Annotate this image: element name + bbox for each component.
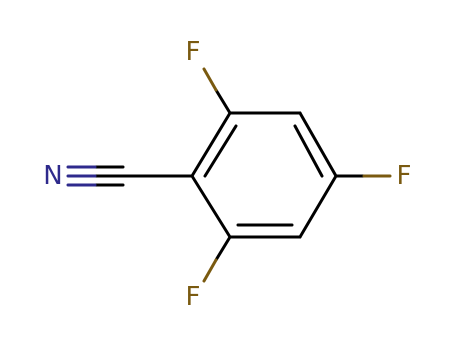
atom-label-fluorine-top: F [186, 37, 201, 67]
atom-label-fluorine-bottom: F [186, 282, 201, 312]
atom-label-nitrogen: N [43, 161, 62, 191]
bond-c2-f-top-carbon-half [214, 88, 232, 115]
ring-bond-c6-c1 [190, 174, 232, 239]
ring-bond-c3-c4 [298, 111, 338, 178]
atom-label-fluorine-right: F [397, 161, 412, 191]
bond-c6-f-bottom-carbon-half [214, 235, 232, 262]
ring-bond-c4-c5 [298, 174, 338, 239]
ring-double-bond-c3-c4 [293, 124, 324, 178]
bond-c2-f-top-fluorine-half [202, 67, 218, 92]
ring-bond-c1-c2 [190, 111, 232, 178]
bond-c6-f-bottom-fluorine-half [202, 258, 218, 283]
ring-double-bond-c1-c2 [203, 124, 238, 178]
